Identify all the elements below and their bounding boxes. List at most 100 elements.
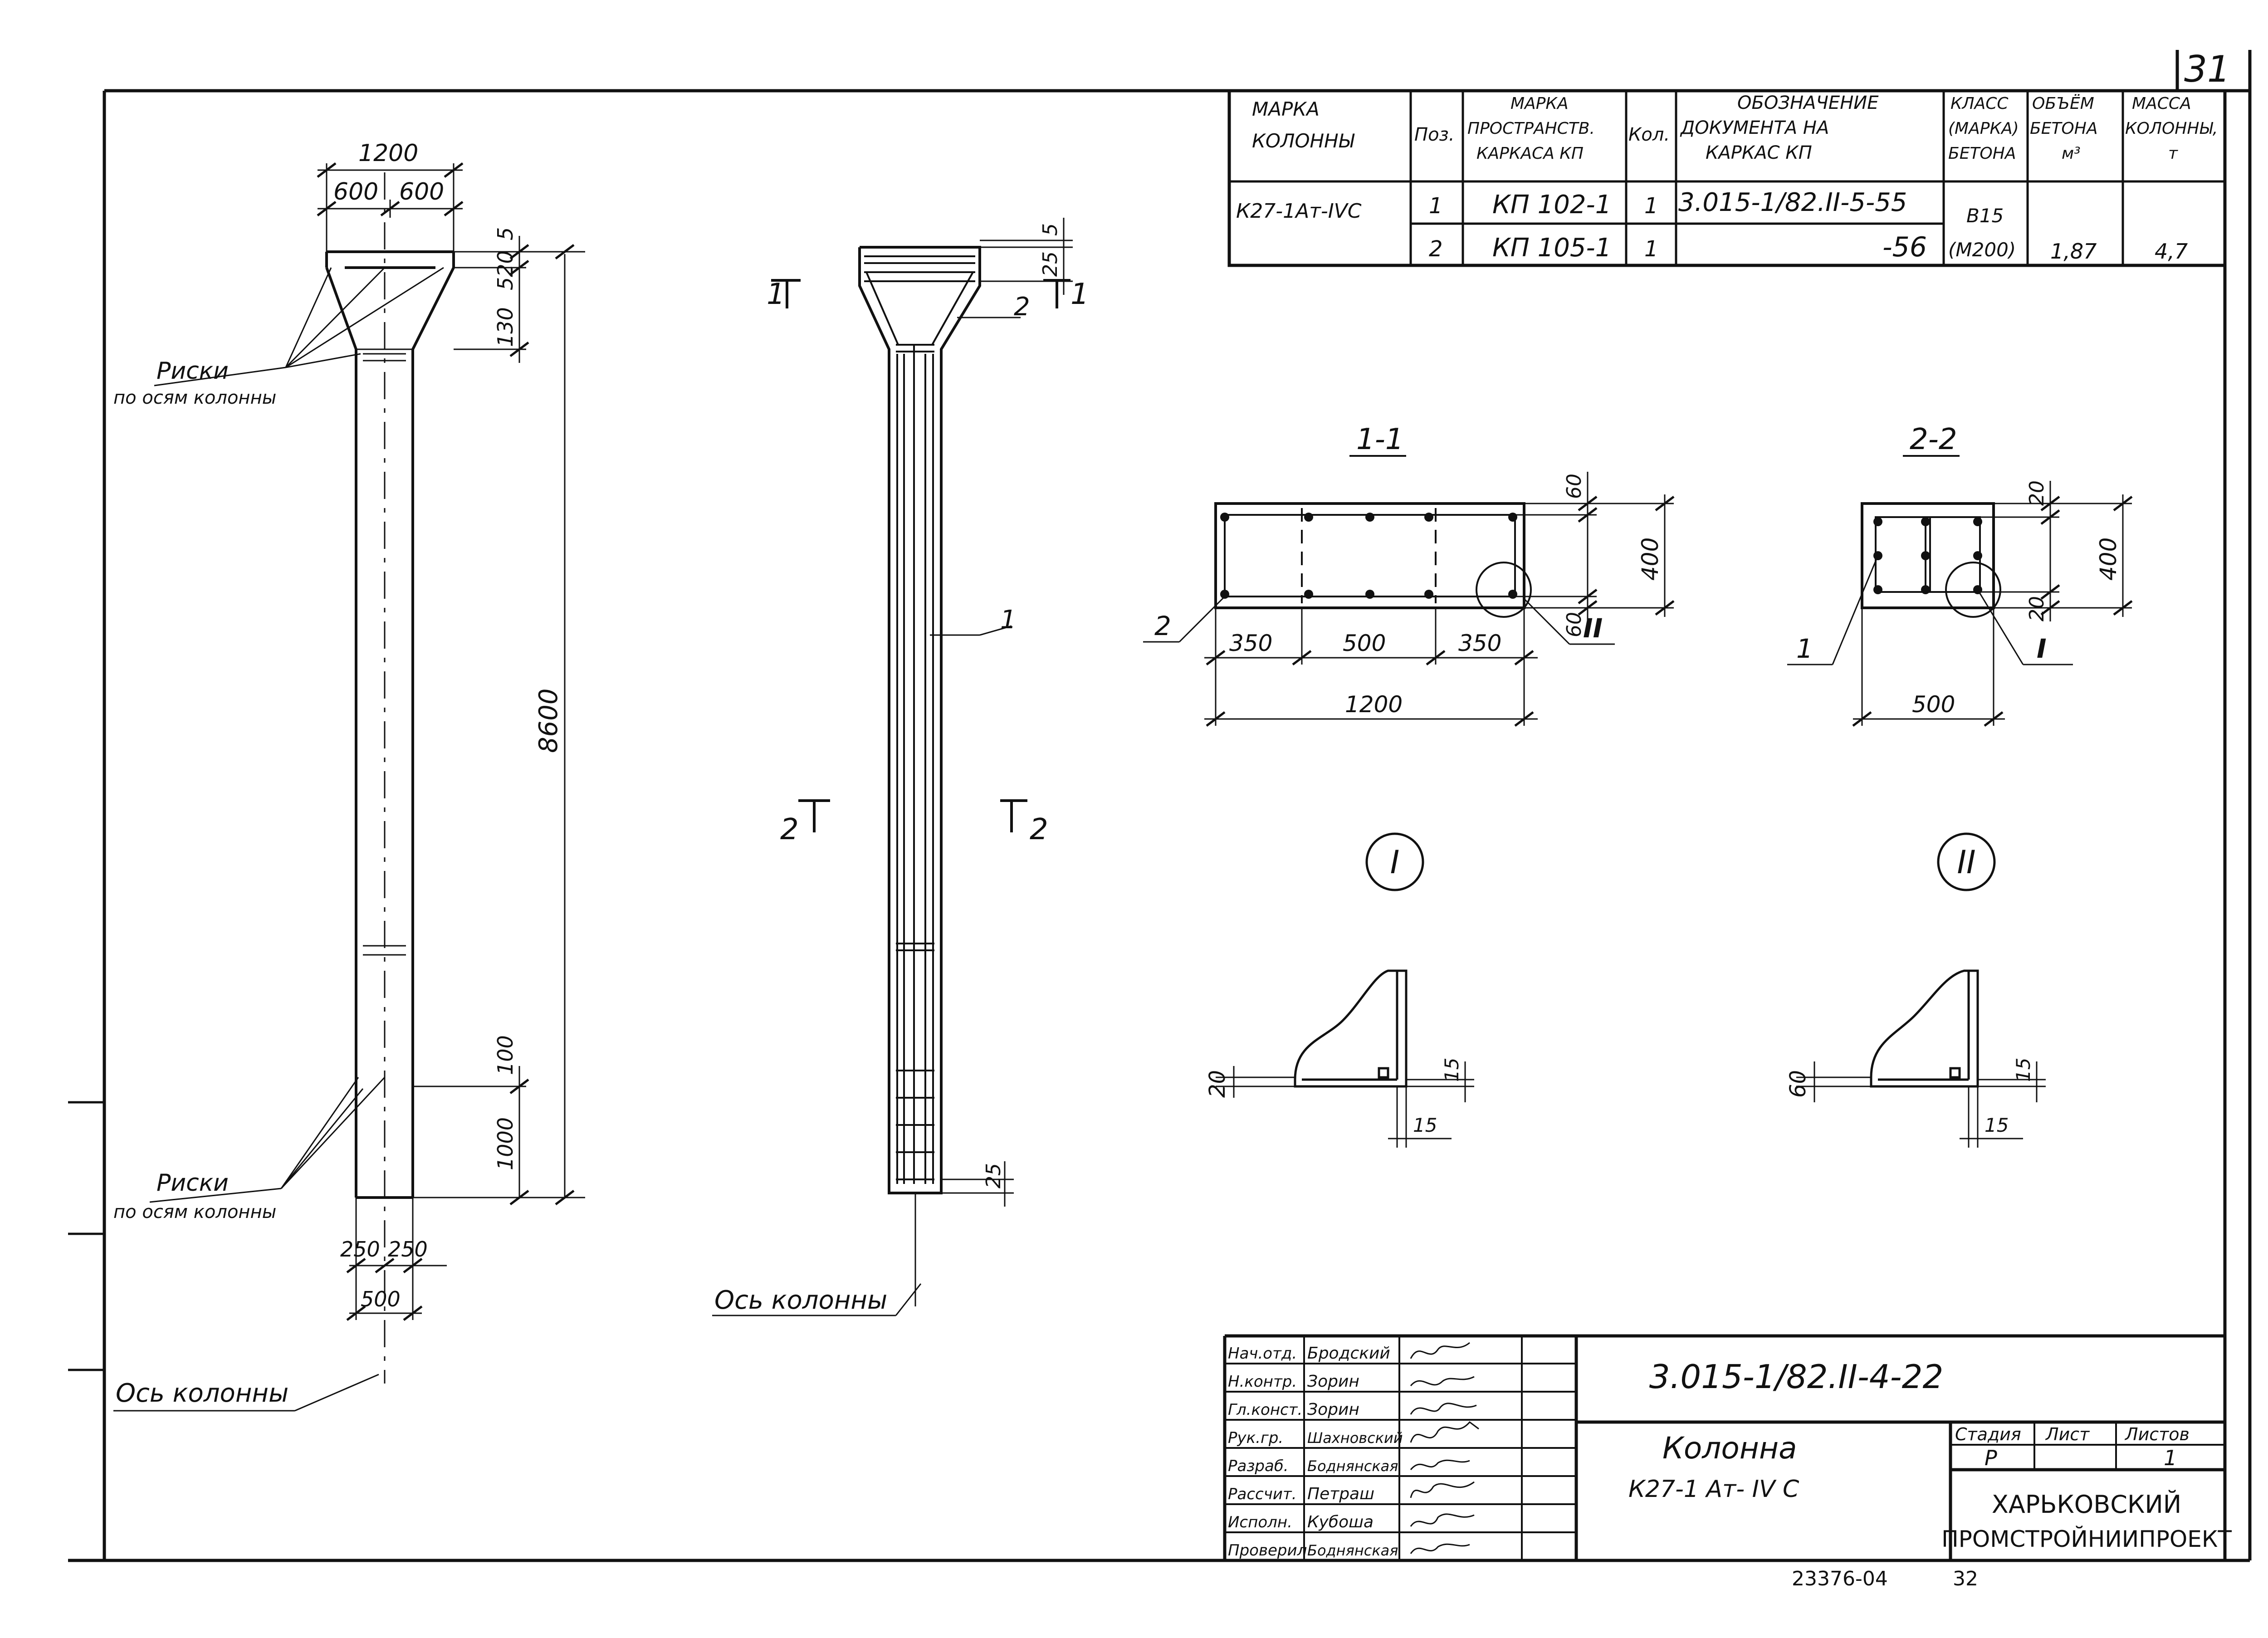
dim-head-half-right: 600 — [399, 178, 444, 205]
stage-label: Стадия — [1955, 1424, 2021, 1444]
row-2-doc: -56 — [1882, 231, 1927, 263]
spec-table: МАРКА КОЛОННЫ Поз. МАРКА ПРОСТРАНСТВ. КА… — [1227, 89, 2227, 267]
dim-total-height: 8600 — [534, 688, 563, 753]
staff-role-6: Исполн. — [1228, 1513, 1292, 1531]
axis-leader-reinforcement — [712, 1283, 922, 1316]
dim-rebar-head: 25 — [1039, 251, 1062, 277]
doc-code: 3.015-1/82.II-4-22 — [1649, 1358, 1944, 1396]
staff-name-7: Боднянская — [1307, 1542, 1398, 1559]
staff-name-3: Шахновский — [1307, 1429, 1403, 1447]
node-II-detail: II 60 15 15 — [1785, 832, 2046, 1148]
node-I-detail: I 20 15 15 — [1205, 832, 1474, 1148]
org-name-line1: ХАРЬКОВСКИЙ — [1992, 1490, 2181, 1519]
title-block: Нач.отд. Бродский Н.контр. Зорин Гл.конс… — [1223, 1334, 2232, 1560]
dim-neck-height: 130 — [493, 307, 518, 347]
marks-label-bottom: Риски — [156, 1169, 229, 1197]
dim-base-height: 1000 — [493, 1117, 518, 1170]
node-I-dims — [1216, 1061, 1474, 1148]
column-mark: К27-1Ат-IVС — [1236, 200, 1362, 223]
header-volume-line: БЕТОНА — [2030, 119, 2097, 138]
node-I-dim-vert: 15 — [1441, 1058, 1463, 1082]
staff-role-0: Нач.отд. — [1228, 1345, 1297, 1363]
section-1-1: 1-1 — [1143, 423, 1675, 727]
cut-1-left: 1 — [767, 278, 785, 311]
cut-1-right: 1 — [1070, 278, 1089, 311]
sheet-frame — [68, 50, 2252, 1562]
node-II-outline — [1870, 969, 1979, 1088]
s22-dim-width: 500 — [1912, 691, 1955, 718]
marks-leaders-bottom — [149, 1076, 386, 1203]
page-number: 32 — [1953, 1567, 1978, 1590]
marks-label-bottom-sub: по осям колонны — [113, 1202, 276, 1222]
reinforcement-outline — [858, 246, 981, 1194]
section-1-1-hidden — [1301, 508, 1437, 603]
staff-name-6: Кубоша — [1307, 1513, 1374, 1531]
sheet-label: Лист — [2045, 1424, 2090, 1444]
staff-role-1: Н.контр. — [1228, 1373, 1297, 1391]
node-I-label: I — [1390, 844, 1400, 881]
s11-dim-cover-bottom: 60 — [1563, 612, 1586, 637]
section-1-1-outline — [1214, 502, 1525, 609]
staff-role-5: Рассчит. — [1228, 1485, 1297, 1503]
row-1-qty: 1 — [1644, 193, 1658, 219]
staff-role-7: Проверил — [1228, 1541, 1307, 1560]
concrete-class: В15 — [1966, 205, 2004, 227]
dim-rebar-bottom: 25 — [982, 1163, 1005, 1188]
marks-leaders-top — [154, 267, 444, 386]
row-1-pos: 1 — [1429, 193, 1443, 219]
node-I-dim-cover: 20 — [1205, 1070, 1230, 1098]
header-doc-line: ДОКУМЕНТА НА — [1680, 117, 1829, 138]
margin-ticks — [68, 1101, 104, 1371]
s11-node-ref: II — [1583, 613, 1603, 644]
header-mass: МАССА КОЛОННЫ, т — [2125, 94, 2223, 163]
header-mark-line: КОЛОННЫ — [1252, 130, 1355, 152]
section-1-1-dim-ticks — [1206, 496, 1675, 727]
node-I-badge — [1365, 832, 1424, 891]
header-mark-line: МАРКА — [1252, 98, 1320, 120]
cut-2-left: 2 — [780, 813, 799, 846]
dim-shaft-half-left: 250 — [340, 1237, 380, 1262]
axis-leader-elevation — [113, 1374, 379, 1412]
header-volume-line: м³ — [2062, 144, 2081, 163]
sheets-value: 1 — [2164, 1446, 2177, 1470]
header-class: КЛАСС (МАРКА) БЕТОНА — [1948, 94, 2024, 163]
pos-2-label: 2 — [1014, 292, 1030, 322]
section-1-1-dim-lines — [1143, 472, 1674, 726]
staff-role-4: Разраб. — [1228, 1457, 1289, 1475]
node-I-dim-horiz: 15 — [1413, 1114, 1437, 1136]
marks-label-top-sub: по осям колонны — [113, 387, 276, 408]
cut-2-right: 2 — [1030, 813, 1048, 846]
reinforcement-bars — [864, 255, 975, 1184]
header-qty: Кол. — [1628, 124, 1670, 145]
drawing-subtitle: К27-1 Ат- IV С — [1628, 1476, 1799, 1503]
s22-dim-top: 20 — [2025, 480, 2048, 506]
s11-dim-height: 400 — [1637, 538, 1663, 581]
header-class-line: (МАРКА) — [1948, 119, 2019, 138]
sheet-number: 31 — [2184, 48, 2230, 90]
reinforcement-view: 1 1 2 2 5 25 25 2 1 Ось колонны — [712, 218, 1089, 1316]
header-frame: МАРКА ПРОСТРАНСТВ. КАРКАСА КП — [1467, 94, 1600, 163]
section-2-2-bars — [1873, 517, 1982, 594]
node-II-label: II — [1957, 844, 1975, 881]
header-class-line: КЛАСС — [1950, 94, 2009, 113]
s11-dim-right: 350 — [1458, 630, 1501, 656]
dim-head-width: 1200 — [358, 140, 418, 167]
header-frame-line: ПРОСТРАНСТВ. — [1467, 119, 1595, 138]
section-2-2: 2-2 — [1787, 423, 2133, 727]
signatures — [1410, 1342, 1479, 1554]
cut-markers — [771, 279, 1070, 832]
column-elevation: Риски по осям колонны Риски по осям коло… — [113, 140, 585, 1412]
node-I-outline — [1294, 969, 1408, 1088]
dim-rebar-top: 5 — [1039, 223, 1062, 236]
header-mass-line: т — [2168, 144, 2178, 163]
header-mass-line: КОЛОННЫ, — [2125, 119, 2218, 138]
staff-name-2: Зорин — [1307, 1400, 1359, 1419]
stage-value: Р — [1984, 1446, 1997, 1470]
concrete-volume: 1,87 — [2050, 239, 2097, 264]
node-II-dim-cover: 60 — [1785, 1070, 1811, 1098]
staff-name-1: Зорин — [1307, 1372, 1359, 1391]
row-2-frame: КП 105-1 — [1492, 233, 1611, 263]
header-pos: Поз. — [1414, 124, 1455, 145]
section-1-1-bars — [1220, 513, 1517, 599]
section-1-1-title: 1-1 — [1356, 423, 1404, 456]
